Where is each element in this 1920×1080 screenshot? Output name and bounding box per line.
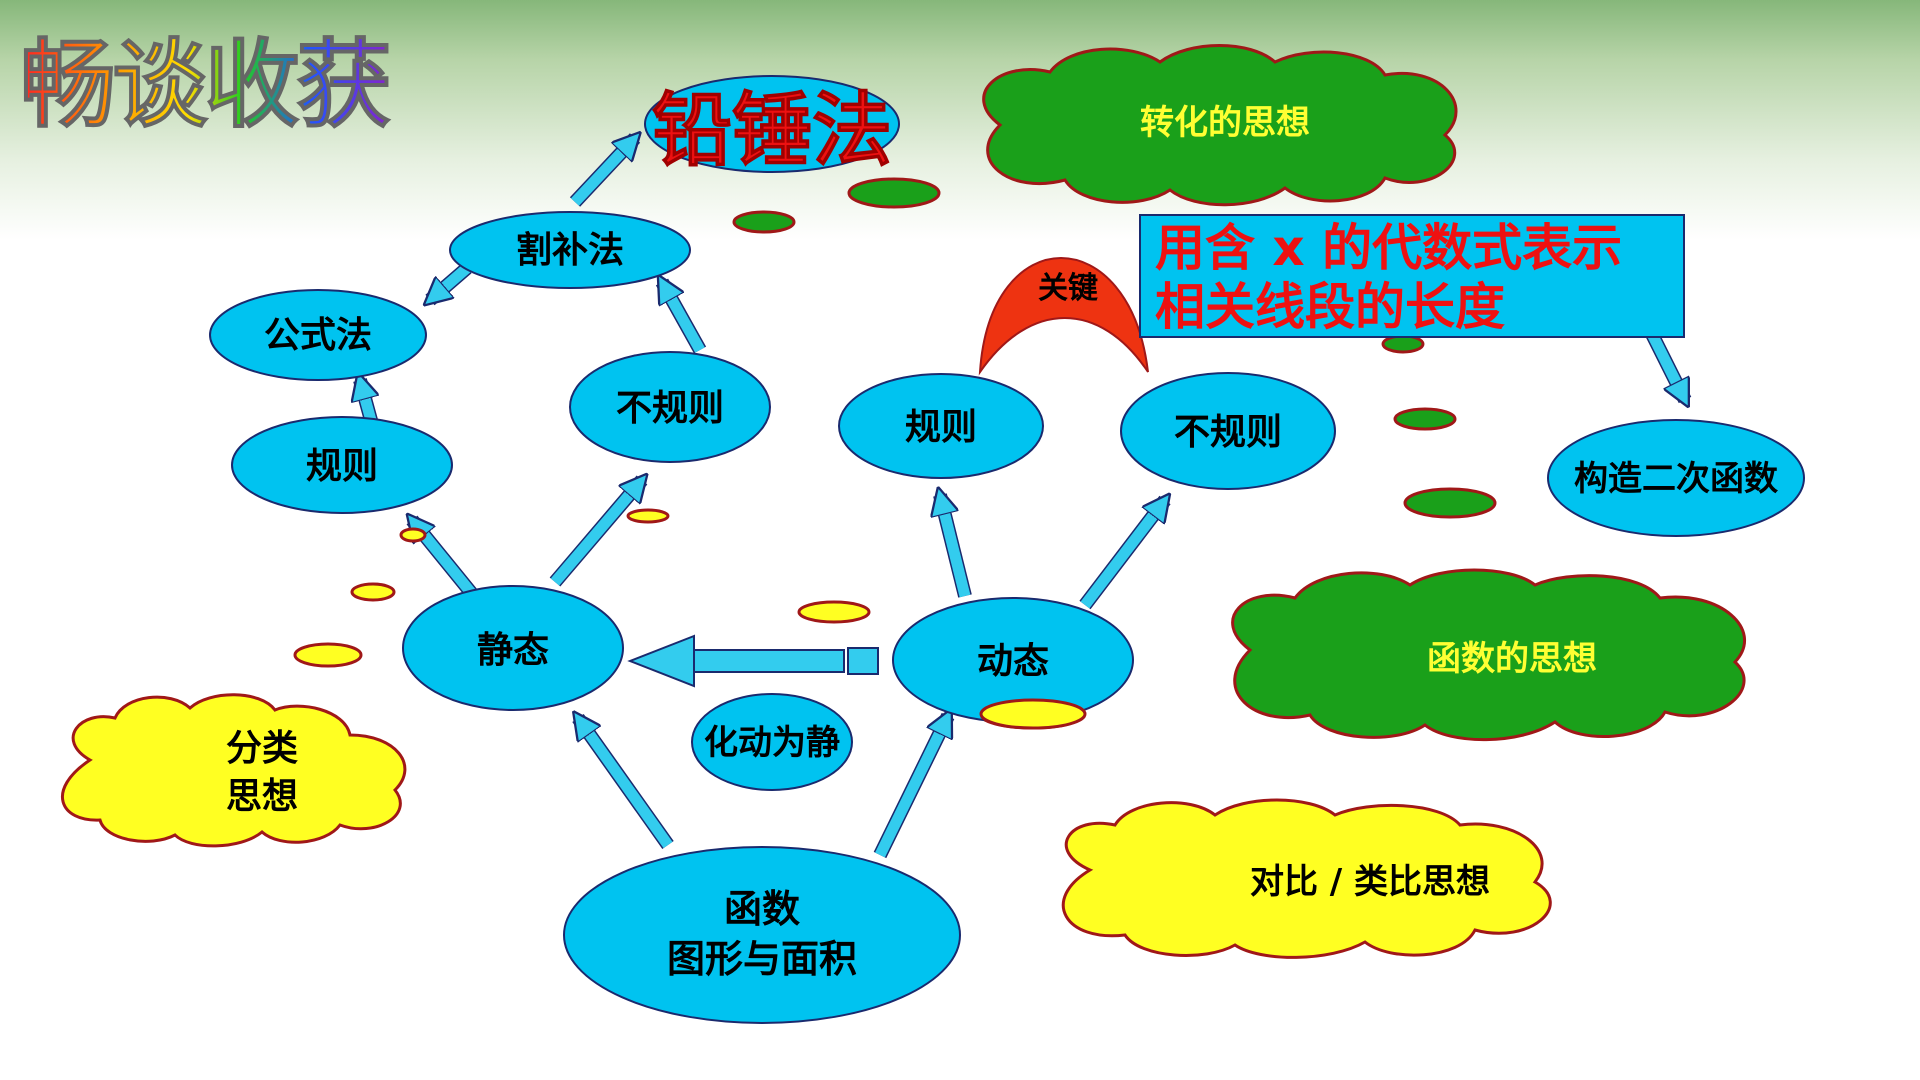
node-jingtai: 静态 [402, 585, 624, 711]
node-root-line2: 图形与面积 [667, 937, 857, 981]
oval-green [1403, 487, 1497, 519]
node-gongshifa-label: 公式法 [264, 315, 372, 356]
node-guize-left: 规则 [231, 416, 453, 514]
node-guize-right: 规则 [838, 373, 1044, 479]
node-gouzao-label: 构造二次函数 [1574, 459, 1778, 499]
guanjian-label: 关键 [1038, 271, 1098, 306]
node-huadongweijing: 化动为静 [691, 693, 853, 791]
oval-yellow [626, 508, 670, 524]
cloud-fenlei-line2: 思想 [226, 776, 298, 817]
node-huadongweijing-label: 化动为静 [704, 723, 840, 763]
guanjian-arch: 关键 [978, 257, 1149, 376]
node-buguize-right: 不规则 [1120, 372, 1336, 490]
oval-green [1381, 334, 1425, 354]
node-qianchuifa-label: 铅锤法 [652, 84, 892, 177]
cloud-zhuanhua-text: 转化的思想 [1140, 103, 1310, 143]
arrow-buguize-left-to-gebufa [655, 282, 707, 354]
cloud-duibi-text: 对比 / 类比思想 [1250, 862, 1490, 902]
oval-yellow [979, 698, 1087, 730]
node-gouzao: 构造二次函数 [1547, 419, 1805, 537]
arrow-gebufa-to-gongshifa [430, 262, 472, 300]
arrow-dongtai-to-guize-right [940, 495, 972, 598]
arrow-root-to-dongtai [873, 716, 955, 859]
oval-yellow [293, 642, 363, 668]
oval-green [847, 177, 941, 209]
cloud-hanshu-text: 函数的思想 [1427, 639, 1597, 679]
node-jingtai-label: 静态 [477, 630, 549, 671]
oval-green [732, 210, 796, 234]
node-root: 函数 图形与面积 [563, 846, 961, 1024]
arrow-jingtai-to-buguize-left [549, 480, 642, 587]
node-qianchuifa: 铅锤法 [644, 75, 900, 178]
cloud-hanshu: 函数的思想 [1231, 568, 1747, 742]
arrow-guize-left-to-gongshifa [360, 380, 372, 426]
oval-yellow [399, 527, 427, 543]
cloud-fenlei-line1: 分类 [226, 728, 298, 769]
arrow-gebufa-to-qianchuifa [569, 138, 635, 207]
page-title: 畅谈收获 [20, 29, 391, 141]
oval-yellow [797, 600, 871, 624]
node-root-line1: 函数 [724, 887, 800, 931]
node-buguize-right-label: 不规则 [1174, 412, 1282, 453]
node-dongtai-label: 动态 [977, 641, 1049, 682]
callout-line2: 相关线段的长度 [1155, 278, 1505, 336]
node-gebufa: 割补法 [449, 211, 691, 289]
node-gebufa-label: 割补法 [516, 230, 624, 271]
node-guize-left-label: 规则 [306, 446, 378, 487]
node-buguize-left-label: 不规则 [616, 388, 724, 429]
node-gongshifa: 公式法 [209, 289, 427, 381]
callout-box: 用含 x 的代数式表示 相关线段的长度 [1139, 214, 1685, 338]
arrow-callout-to-gouzao [1643, 326, 1692, 400]
cloud-zhuanhua: 转化的思想 [982, 44, 1458, 207]
arrows [360, 138, 1692, 859]
arrow-dongtai-to-jingtai [627, 634, 879, 688]
oval-green [1393, 407, 1457, 431]
node-dongtai: 动态 [892, 597, 1134, 730]
oval-yellow [350, 582, 396, 602]
cloud-fenlei: 分类 思想 [60, 693, 407, 848]
arrow-dongtai-to-buguize-right [1079, 500, 1165, 610]
node-buguize-left: 不规则 [569, 351, 771, 463]
cloud-duibi: 对比 / 类比思想 [1061, 798, 1552, 959]
callout-line1: 用含 x 的代数式表示 [1155, 219, 1622, 277]
arrow-root-to-jingtai [578, 718, 674, 850]
node-guize-right-label: 规则 [905, 407, 977, 448]
